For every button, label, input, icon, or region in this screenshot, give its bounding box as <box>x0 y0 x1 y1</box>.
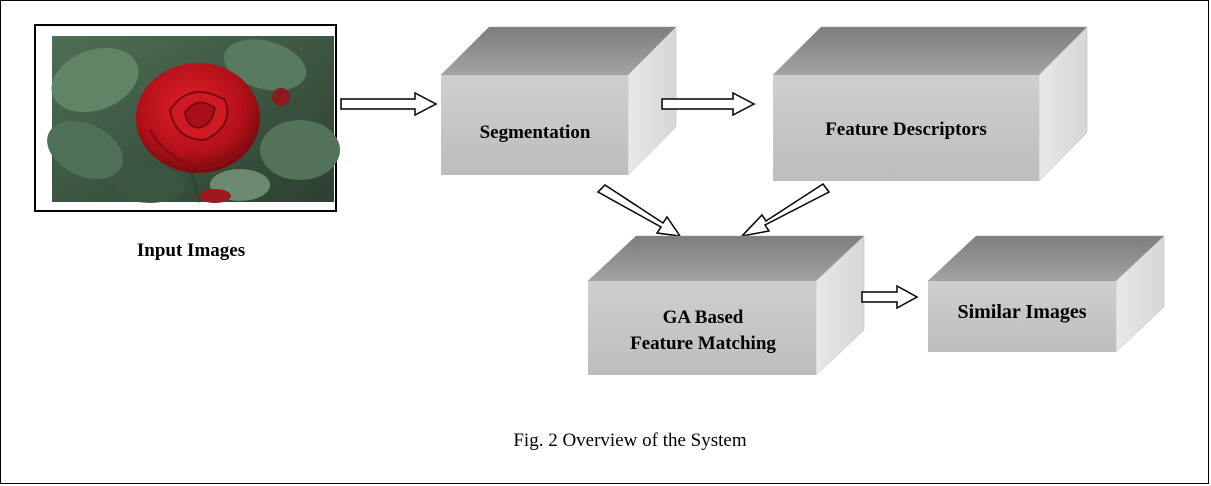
feature-descriptors-box: Feature Descriptors <box>772 26 1088 182</box>
input-image <box>34 24 340 212</box>
segmentation-label: Segmentation <box>480 122 591 143</box>
arrow-descriptors-to-matching <box>739 182 831 238</box>
arrow-input-to-segmentation <box>340 91 438 117</box>
feature-matching-box: GA Based Feature Matching <box>587 235 865 376</box>
rose-photo <box>47 36 340 203</box>
feature-matching-label-line2: Feature Matching <box>630 333 776 354</box>
similar-images-box: Similar Images <box>927 235 1165 353</box>
feature-matching-label-line1: GA Based <box>663 307 744 328</box>
arrow-segmentation-to-matching <box>596 184 682 237</box>
figure-caption: Fig. 2 Overview of the System <box>513 430 747 451</box>
input-images-caption: Input Images <box>136 240 246 261</box>
feature-descriptors-label: Feature Descriptors <box>825 119 987 140</box>
similar-images-label: Similar Images <box>957 301 1086 323</box>
arrow-matching-to-similar <box>861 284 919 310</box>
segmentation-box: Segmentation <box>440 26 677 176</box>
arrow-segmentation-to-descriptors <box>661 91 756 117</box>
